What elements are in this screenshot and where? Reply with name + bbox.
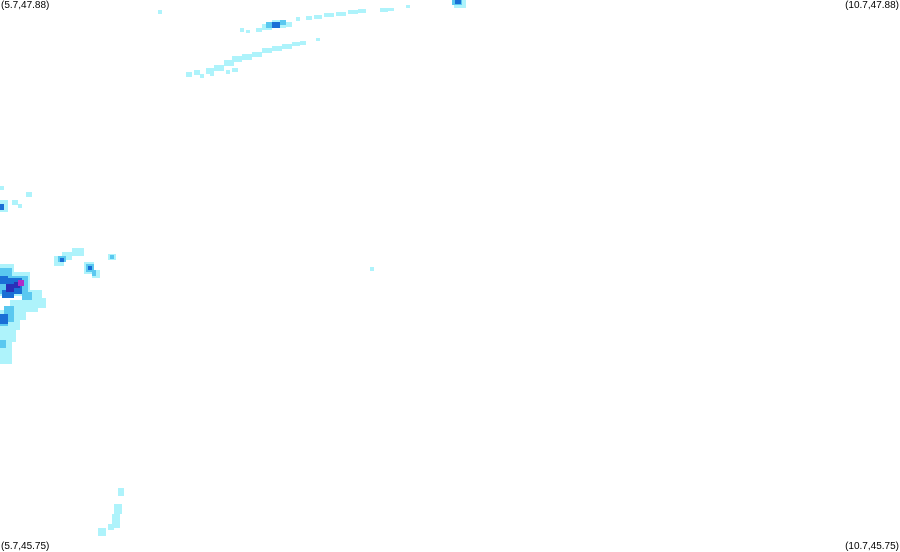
precipitation-cells-north-band: [158, 0, 466, 78]
corner-coordinate-top-left: (5.7,47.88): [1, 0, 50, 11]
corner-coordinate-top-right: (10.7,47.88): [845, 0, 899, 11]
corner-coordinate-bottom-right: (10.7,45.75): [845, 541, 899, 552]
precipitation-cells-west-cluster: [0, 186, 374, 364]
corner-coordinate-bottom-left: (5.7,45.75): [1, 541, 50, 552]
precipitation-cells-south: [98, 488, 124, 536]
